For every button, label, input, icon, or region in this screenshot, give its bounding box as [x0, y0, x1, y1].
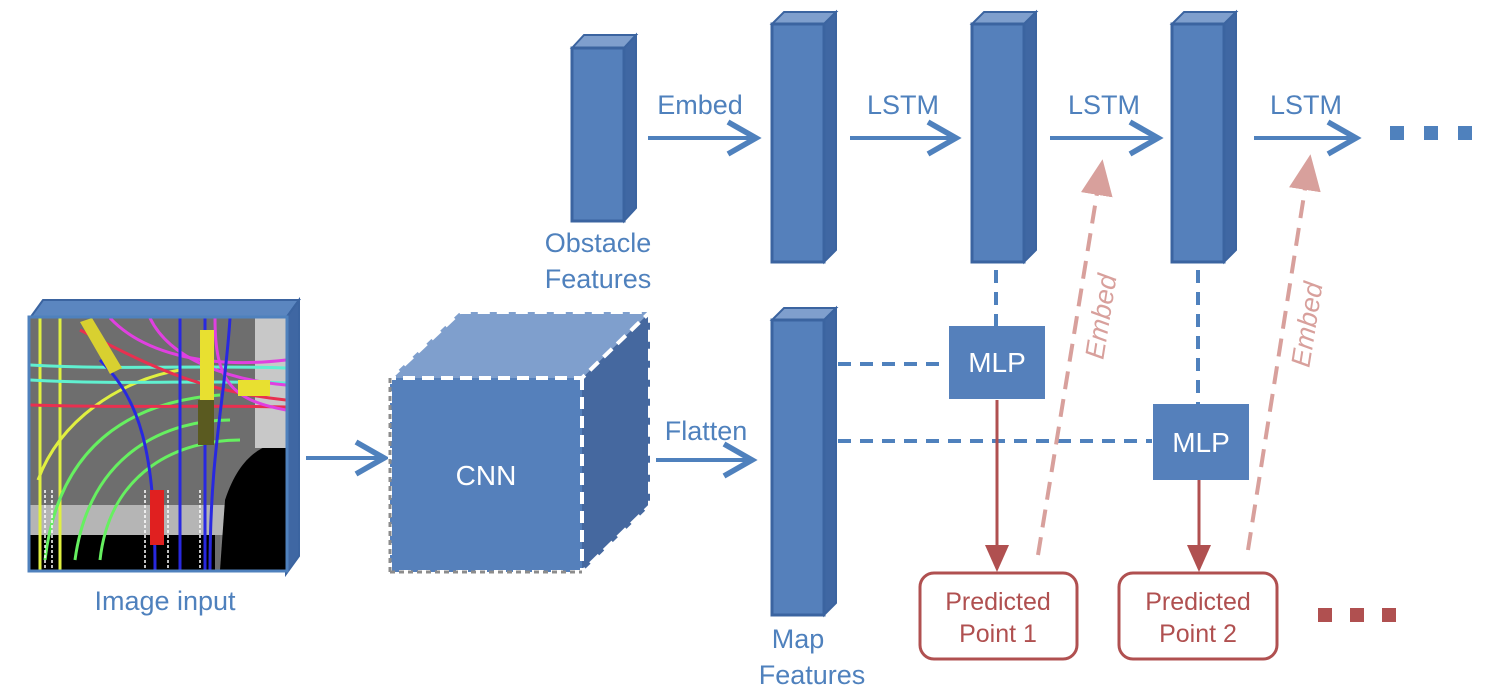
- embed-top-label: Embed: [657, 90, 743, 120]
- obstacle-features-label-line2: Features: [545, 264, 652, 294]
- cnn-label: CNN: [456, 460, 517, 491]
- lstm-2-label: LSTM: [1068, 90, 1140, 120]
- lstm-hidden-bar-1: [769, 9, 839, 265]
- predicted-point-1-box: [918, 571, 1079, 661]
- lstm-1-label: LSTM: [867, 90, 939, 120]
- image-input-block: [27, 296, 301, 578]
- arrow-embed-feedback-2: [1246, 154, 1321, 551]
- embed-feedback-2-label: Embed: [1286, 279, 1329, 369]
- flatten-label: Flatten: [665, 416, 748, 446]
- obstacle-features-label-line1: Obstacle: [545, 228, 652, 258]
- top-continuation-ellipsis: [1390, 126, 1472, 140]
- mlp-2-label: MLP: [1172, 427, 1230, 458]
- image-input-label: Image input: [94, 586, 236, 616]
- map-features-label-line1: Map: [772, 624, 825, 654]
- predicted-point-2-label-line1: Predicted: [1145, 588, 1251, 616]
- lstm-3-label: LSTM: [1270, 90, 1342, 120]
- dashed-connectors: [838, 270, 1200, 443]
- bottom-continuation-ellipsis: [1318, 608, 1396, 622]
- map-features-bar: [769, 305, 839, 618]
- predicted-point-2-box: [1117, 571, 1279, 661]
- obstacle-features-bar: [569, 32, 639, 224]
- lstm-hidden-bar-3: [1169, 9, 1239, 265]
- mlp-2-box: [1153, 404, 1249, 480]
- cnn-block: [388, 310, 652, 574]
- embed-feedback-1-label: Embed: [1080, 271, 1123, 361]
- arrow-embed-feedback-1: [1036, 159, 1113, 556]
- predicted-point-1-label-line2: Point 1: [959, 620, 1037, 648]
- predicted-point-2-label-line2: Point 2: [1159, 620, 1237, 648]
- map-features-label-line2: Features: [759, 660, 866, 690]
- mlp-1-label: MLP: [968, 347, 1026, 378]
- mlp-1-box: [949, 326, 1045, 399]
- predicted-point-1-label-line1: Predicted: [945, 588, 1051, 616]
- lstm-hidden-bar-2: [969, 9, 1039, 265]
